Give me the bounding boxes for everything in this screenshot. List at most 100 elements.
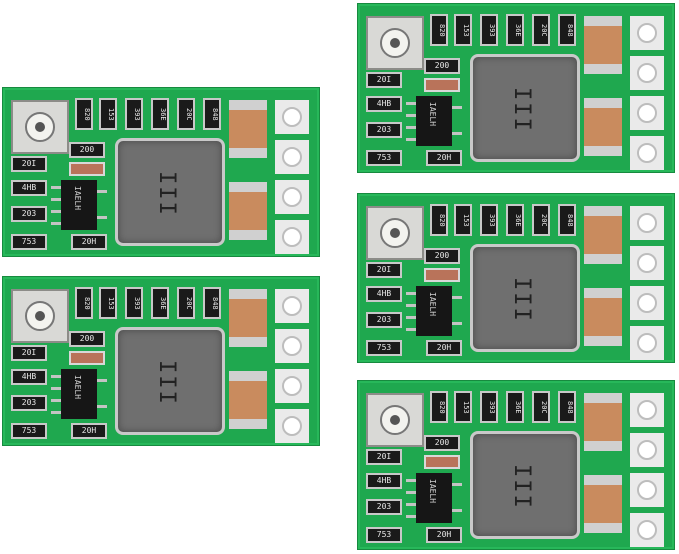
pad-hole (282, 376, 302, 396)
solder-pad (630, 56, 664, 90)
ceramic-capacitor (584, 288, 622, 346)
ceramic-capacitor (584, 206, 622, 264)
solder-pad (275, 100, 309, 134)
ic-pin (406, 491, 416, 494)
ic-pin (406, 316, 416, 319)
smd-resistor: 848 (203, 98, 221, 130)
pad-hole (637, 213, 657, 233)
ic-pin (97, 379, 107, 382)
smd-resistor: 36E (151, 287, 169, 319)
power-inductor: III (470, 244, 580, 352)
inductor-marking: III (154, 360, 179, 406)
pad-hole (637, 333, 657, 353)
smd-resistor: 200 (424, 248, 460, 264)
solder-pad (275, 140, 309, 174)
ic-pin (51, 186, 61, 189)
ic-pin (51, 210, 61, 213)
smd-resistor: 20H (426, 150, 462, 166)
ic-pin (452, 483, 462, 486)
inductor-marking: III (509, 464, 534, 510)
trimmer-knob (25, 301, 55, 331)
smd-diode (424, 78, 460, 92)
smd-resistor: 20I (366, 262, 402, 278)
pad-hole (282, 147, 302, 167)
ic-pin (51, 198, 61, 201)
ceramic-capacitor (584, 475, 622, 533)
smd-resistor: 848 (558, 391, 576, 423)
smd-resistor: 20I (366, 449, 402, 465)
smd-resistor: 20C (177, 98, 195, 130)
ic-pin (97, 190, 107, 193)
smd-resistor: 820 (430, 204, 448, 236)
pad-hole (282, 187, 302, 207)
smd-resistor: 20H (71, 234, 107, 250)
smd-resistor: 36E (506, 391, 524, 423)
ic-label: IAELH (428, 479, 437, 504)
smd-resistor: 4HB (366, 473, 402, 489)
ic-pin (406, 479, 416, 482)
smd-resistor: 20H (71, 423, 107, 439)
solder-pad (630, 96, 664, 130)
smd-resistor: 203 (366, 122, 402, 138)
trimmer-knob (380, 28, 410, 58)
pad-hole (637, 400, 657, 420)
solder-pad (630, 326, 664, 360)
ic-pin (97, 216, 107, 219)
pad-hole (282, 296, 302, 316)
smd-resistor: 848 (558, 14, 576, 46)
pad-hole (637, 253, 657, 273)
ic-pin (51, 411, 61, 414)
inductor-marking: III (509, 87, 534, 133)
smd-resistor: 153 (99, 287, 117, 319)
ic-pin (406, 328, 416, 331)
smd-resistor: 203 (11, 395, 47, 411)
solder-pad (275, 409, 309, 443)
ic-pin (406, 515, 416, 518)
ic-pin (452, 509, 462, 512)
solder-pad (275, 180, 309, 214)
solder-pad (630, 246, 664, 280)
solder-pad (630, 286, 664, 320)
smd-resistor: 203 (11, 206, 47, 222)
smd-resistor: 753 (11, 234, 47, 250)
smd-resistor: 393 (125, 287, 143, 319)
smd-resistor: 393 (480, 391, 498, 423)
power-inductor: III (470, 54, 580, 162)
ic-pin (51, 399, 61, 402)
smd-resistor: 393 (480, 204, 498, 236)
trimmer-potentiometer (11, 289, 69, 343)
smd-resistor: 820 (430, 391, 448, 423)
ic-pin (51, 387, 61, 390)
power-inductor: III (470, 431, 580, 539)
ceramic-capacitor (229, 371, 267, 429)
regulator-ic: IAELH (406, 96, 462, 146)
smd-diode (424, 268, 460, 282)
smd-resistor: 848 (203, 287, 221, 319)
smd-resistor: 20C (532, 391, 550, 423)
ic-pin (452, 106, 462, 109)
smd-resistor: 200 (424, 435, 460, 451)
pad-hole (282, 107, 302, 127)
smd-resistor: 200 (69, 142, 105, 158)
ceramic-capacitor (584, 98, 622, 156)
trimmer-potentiometer (366, 393, 424, 447)
smd-resistor: 153 (454, 204, 472, 236)
ic-label: IAELH (73, 186, 82, 211)
solder-pad (630, 433, 664, 467)
pad-hole (637, 480, 657, 500)
ic-pin (406, 138, 416, 141)
solder-pad (630, 393, 664, 427)
pad-hole (637, 63, 657, 83)
regulator-ic: IAELH (406, 473, 462, 523)
smd-resistor: 20H (426, 527, 462, 543)
pad-hole (637, 143, 657, 163)
power-inductor: III (115, 327, 225, 435)
solder-pad (275, 289, 309, 323)
smd-diode (69, 162, 105, 176)
ic-pin (452, 296, 462, 299)
smd-resistor: 200 (424, 58, 460, 74)
